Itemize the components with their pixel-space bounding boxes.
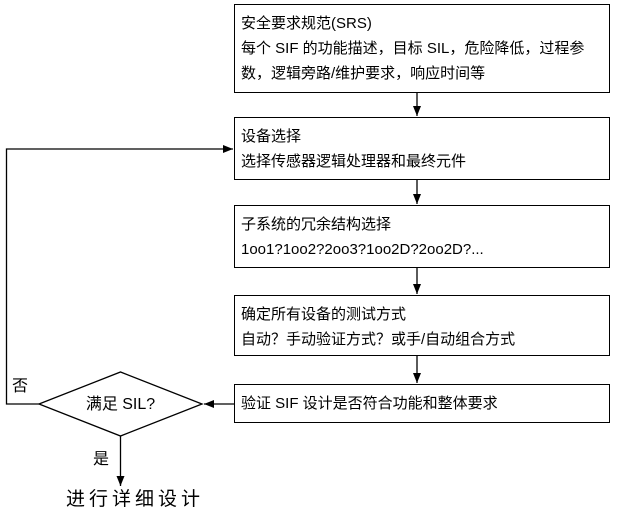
flow-box-redundancy-structure: 子系统的冗余结构选择 1oo1?1oo2?2oo3?1oo2D?2oo2D?..… [234,205,610,268]
box-text-line: 数，逻辑旁路/维护要求，响应时间等 [241,65,486,82]
flow-box-safety-requirements-spec: 安全要求规范(SRS) 每个 SIF 的功能描述，目标 SIL，危险降低，过程参… [234,4,610,93]
box-text-line: 1oo1?1oo2?2oo3?1oo2D?2oo2D?... [241,241,484,258]
box-text-line: 每个 SIF 的功能描述，目标 SIL，危险降低，过程参 [241,40,585,57]
terminal-label-detail-design: 进行详细设计 [65,489,204,510]
decision-label: 满足 SIL? [85,396,156,413]
box-text-line: 安全要求规范(SRS) [241,15,372,32]
branch-label-yes: 是 [93,451,110,468]
box-text-line: 自动？手动验证方式？或手/自动组合方式 [241,331,516,348]
flow-box-sif-verification: 验证 SIF 设计是否符合功能和整体要求 [234,384,610,423]
box-text-line: 子系统的冗余结构选择 [241,216,392,233]
branch-label-no: 否 [12,378,29,395]
box-text-line: 确定所有设备的测试方式 [241,306,407,323]
box-text-line: 选择传感器逻辑处理器和最终元件 [241,153,467,170]
arrow-no-feedback-to-device [5,145,233,405]
box-text-line: 设备选择 [241,128,302,145]
flow-box-test-method: 确定所有设备的测试方式 自动？手动验证方式？或手/自动组合方式 [234,295,610,356]
flow-box-device-selection: 设备选择 选择传感器逻辑处理器和最终元件 [234,117,610,180]
box-text-line: 验证 SIF 设计是否符合功能和整体要求 [241,395,498,412]
